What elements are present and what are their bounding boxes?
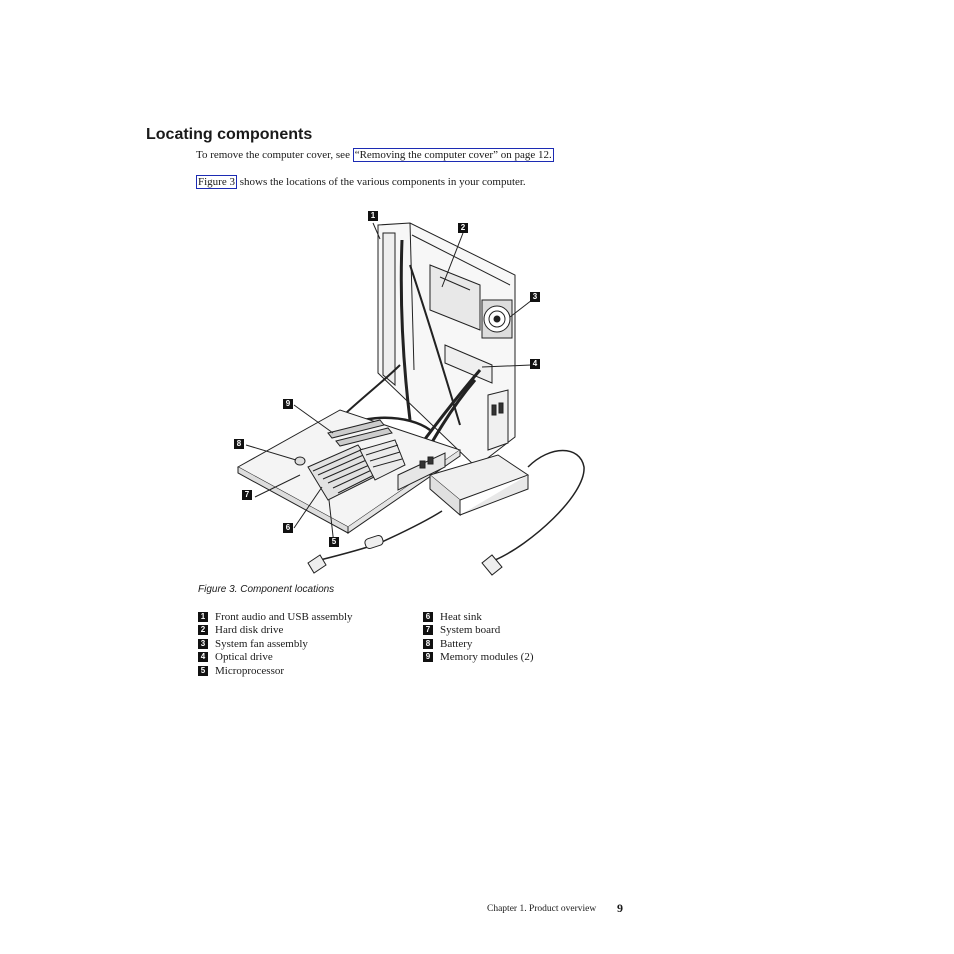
legend-label: System board [440,624,501,637]
component-locations-figure: 1 2 3 4 5 6 7 8 9 [230,205,592,577]
intro-text: To remove the computer cover, see [196,149,353,161]
legend-number: 3 [198,638,208,649]
callout-9: 9 [283,399,293,409]
legend-label: Microprocessor [215,664,285,677]
callout-1: 1 [368,211,378,221]
legend-number: 7 [423,625,433,636]
legend-number: 9 [423,652,433,663]
callout-8: 8 [234,439,244,449]
legend-number: 4 [198,652,208,663]
callout-2: 2 [458,223,468,233]
legend-item: 1 Front audio and USB assembly [198,610,353,624]
legend-number: 8 [423,638,433,649]
legend-item: 5 Microprocessor [198,664,353,678]
legend-item: 4 Optical drive [198,651,353,665]
legend-label: Hard disk drive [215,624,284,637]
legend-number: 1 [198,611,208,622]
section-heading: Locating components [146,126,313,143]
computer-illustration [236,222,585,576]
figure-reference-text: shows the locations of the various compo… [236,176,526,188]
legend-label: Memory modules (2) [440,651,534,664]
legend-item: 3 System fan assembly [198,637,353,651]
intro-paragraph: To remove the computer cover, see “Remov… [196,148,554,162]
legend-number: 2 [198,625,208,636]
legend-label: Battery [440,637,473,650]
legend-number: 6 [423,611,433,622]
legend-number: 5 [198,665,208,676]
legend-label: System fan assembly [215,637,308,650]
callout-4: 4 [530,359,540,369]
legend-label: Heat sink [440,610,482,623]
callout-5: 5 [329,537,339,547]
legend-item: 7 System board [423,624,533,638]
callout-3: 3 [530,292,540,302]
legend-column-1: 1 Front audio and USB assembly 2 Hard disk… [198,610,353,678]
figure-3-link[interactable]: Figure 3 [196,175,237,189]
legend-item: 9 Memory modules (2) [423,651,533,665]
legend-label: Front audio and USB assembly [215,610,353,623]
page-number: 9 [617,901,623,915]
legend-item: 8 Battery [423,637,533,651]
footer-chapter: Chapter 1. Product overview [487,904,597,914]
legend-column-2: 6 Heat sink 7 System board 8 Battery 9 Memor… [423,610,533,664]
figure-caption: Figure 3. Component locations [198,584,335,595]
remove-cover-link[interactable]: “Removing the computer cover” on page 12… [352,148,554,162]
legend-item: 2 Hard disk drive [198,624,353,638]
callout-6: 6 [283,523,293,533]
callout-7: 7 [242,490,252,500]
figure-reference-paragraph: Figure 3 shows the locations of the vari… [196,175,526,189]
legend-label: Optical drive [215,651,273,664]
legend-item: 6 Heat sink [423,610,533,624]
